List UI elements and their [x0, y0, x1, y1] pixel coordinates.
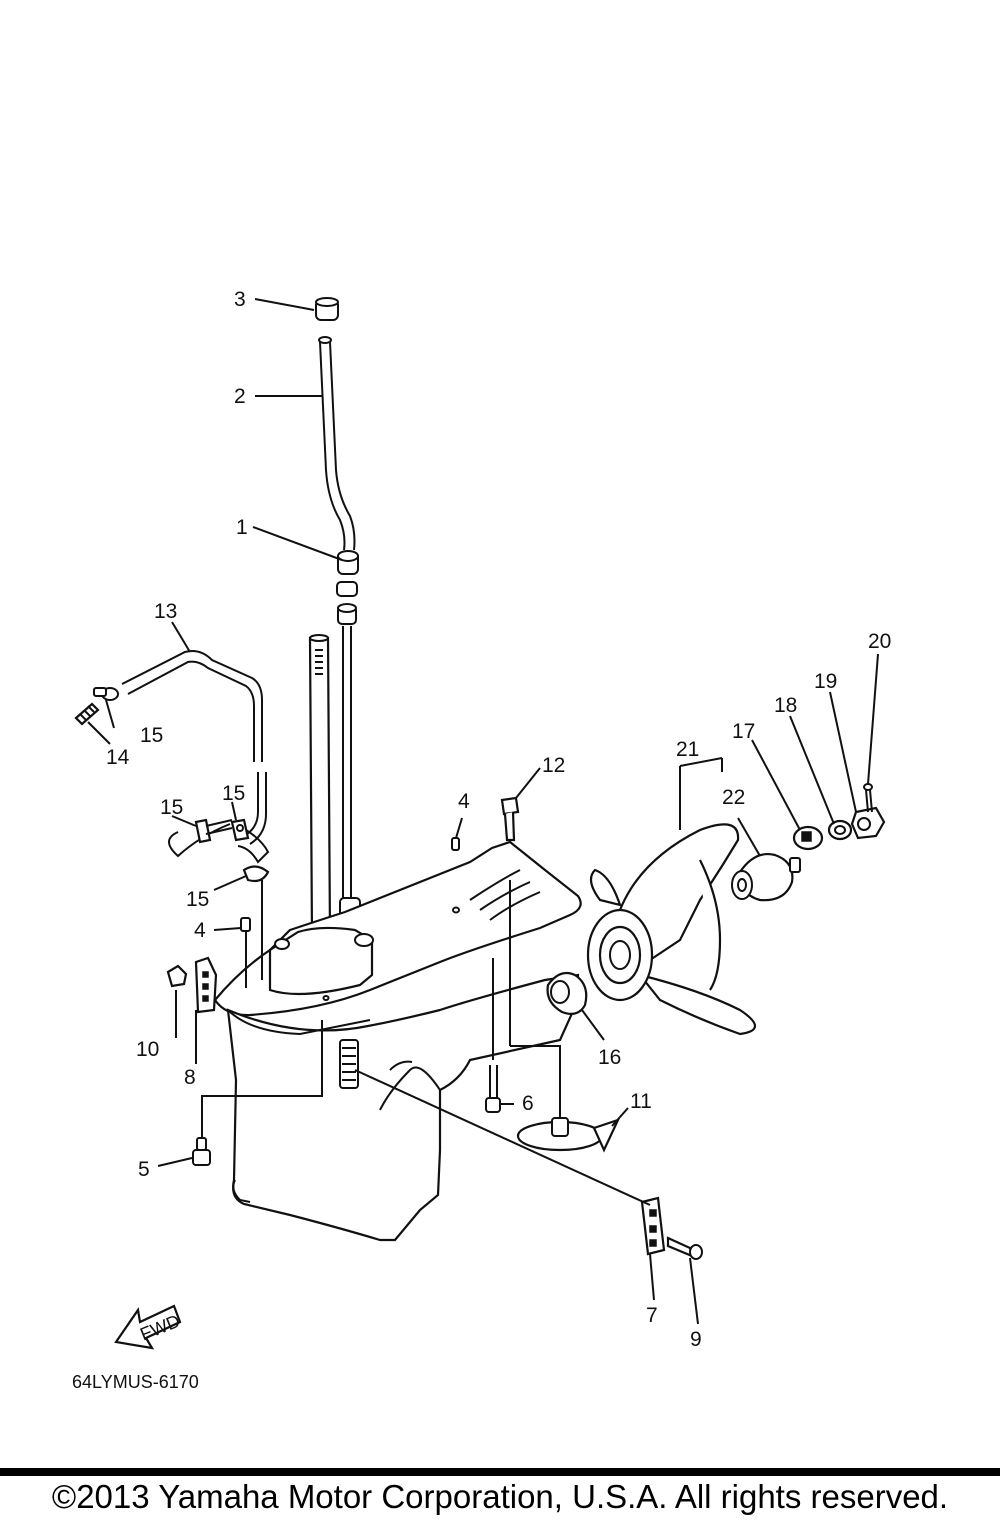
- callout-5: 5: [138, 1158, 150, 1181]
- part-20-cotter-pin: [863, 783, 873, 813]
- callout-17: 17: [732, 720, 755, 743]
- part-17-washer: [792, 825, 824, 851]
- part-10-nut: [166, 964, 188, 988]
- callout-10: 10: [136, 1038, 159, 1061]
- callout-2: 2: [234, 385, 246, 408]
- part-2-water-tube: [318, 336, 356, 551]
- callout-9: 9: [690, 1328, 702, 1351]
- lower-unit-housing: [213, 840, 582, 1242]
- callout-22: 22: [722, 786, 745, 809]
- part-12-bolt: [500, 796, 520, 842]
- part-15-clip-upper: [93, 687, 119, 701]
- part-15-clip-lower: [242, 865, 270, 883]
- leader-lines: [87, 298, 879, 1325]
- drive-shaft: [308, 634, 332, 938]
- part-9-bolt: [666, 1236, 703, 1260]
- copyright-footer: ©2013 Yamaha Motor Corporation, U.S.A. A…: [51, 1478, 949, 1515]
- callout-11: 11: [630, 1090, 652, 1113]
- part-4-dowel-lower: [240, 917, 251, 932]
- callout-3: 3: [234, 288, 246, 311]
- part-19-nut: [850, 806, 886, 840]
- callout-8: 8: [184, 1066, 196, 1089]
- callout-4-upper: 4: [458, 790, 470, 813]
- part-4-dowel-upper: [451, 837, 460, 851]
- diagram-code: 64LYMUS-6170: [72, 1372, 199, 1392]
- part-16-thrust-washer: [546, 971, 588, 1015]
- footer-divider: [0, 1468, 1000, 1476]
- part-15-clip-left: [168, 818, 233, 858]
- callout-1: 1: [236, 516, 248, 539]
- callout-15-upper: 15: [140, 724, 163, 747]
- part-6-bolt: [485, 1065, 501, 1113]
- callout-6: 6: [522, 1092, 534, 1115]
- part-5-bolt: [192, 1137, 211, 1166]
- part-15-clip-right: [230, 818, 250, 842]
- part-22-bushing: [731, 853, 801, 902]
- callout-12: 12: [542, 754, 565, 777]
- part-11-trim-tab: [516, 1117, 621, 1153]
- callout-15-left: 15: [160, 796, 183, 819]
- part-14-fitting: [74, 702, 100, 726]
- callout-15-right: 15: [222, 782, 245, 805]
- part-7-anode: [640, 1196, 666, 1256]
- housing-water-pipe: [339, 626, 361, 939]
- callout-13: 13: [154, 600, 177, 623]
- callout-21: 21: [676, 738, 699, 761]
- callout-15-lower: 15: [186, 888, 209, 911]
- callout-4-lower: 4: [194, 919, 206, 942]
- callout-16: 16: [598, 1046, 621, 1069]
- part-21-propeller: [586, 823, 757, 1036]
- callout-19: 19: [814, 670, 837, 693]
- callout-18: 18: [774, 694, 797, 717]
- part-3-grommet: [315, 297, 339, 321]
- callout-14: 14: [106, 746, 130, 769]
- callouts: 3 2 1 13 15 14 15 15 15 4 4 12 10 8 5 6 …: [106, 288, 891, 1351]
- part-18-washer: [827, 819, 853, 841]
- callout-7: 7: [646, 1304, 658, 1327]
- callout-20: 20: [868, 630, 891, 653]
- part-8-anode: [194, 956, 218, 1014]
- fwd-arrow-icon: FWD: [114, 1304, 183, 1350]
- part-1-grommet: [336, 550, 359, 625]
